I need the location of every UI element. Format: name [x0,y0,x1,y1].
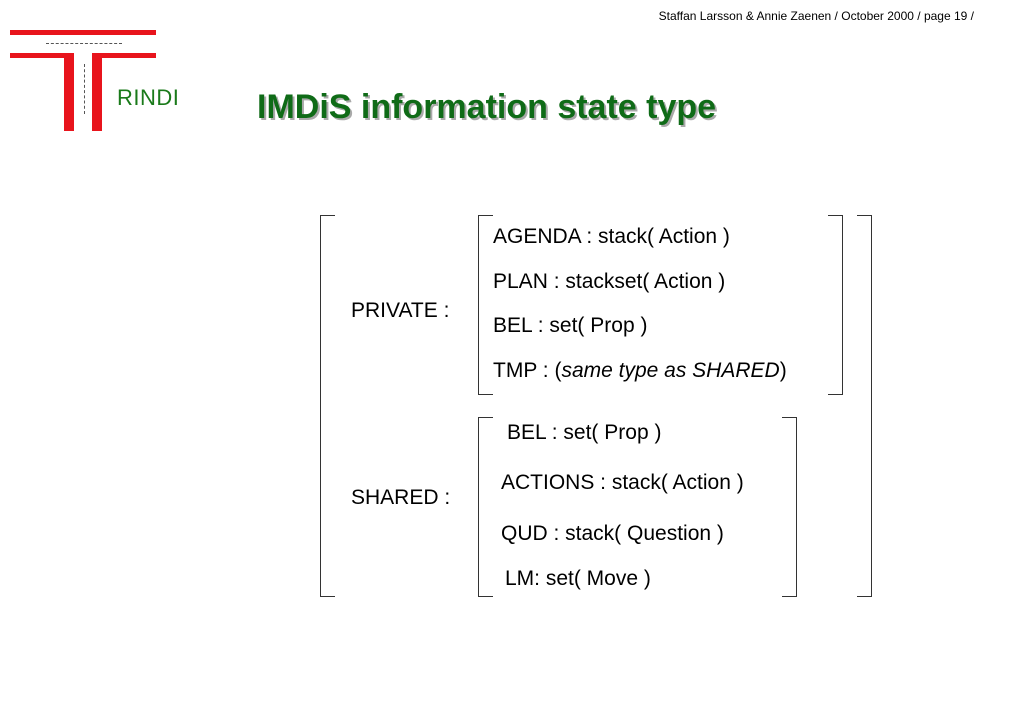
logo-dashed-line-horizontal [46,43,122,44]
private-field-plan: PLAN : stackset( Action ) [493,270,726,293]
logo-red-bar-left [10,53,74,58]
outer-bracket-right [857,215,872,597]
logo-red-stem-right [92,53,102,131]
private-bracket-right [828,215,843,395]
private-field-agenda: AGENDA : stack( Action ) [493,225,730,248]
shared-field-qud: QUD : stack( Question ) [501,522,724,545]
private-field-bel: BEL : set( Prop ) [493,314,648,337]
slide-header-credit: Staffan Larsson & Annie Zaenen / October… [658,9,974,23]
tmp-type-italic: same type as SHARED [561,359,780,382]
private-field-tmp: TMP : (same type as SHARED) [493,359,787,383]
logo-red-stem-left [64,53,74,131]
logo-red-bar-right [92,53,156,58]
private-label: PRIVATE : [351,299,450,322]
logo-red-bar-top [10,30,156,35]
trindi-logo: RINDI [0,0,220,140]
tmp-prefix: TMP : ( [493,359,562,382]
shared-bracket-left [478,417,493,597]
tmp-suffix: ) [779,359,787,382]
logo-dashed-line-vertical [84,64,85,114]
shared-field-actions: ACTIONS : stack( Action ) [501,471,744,494]
outer-bracket-left [320,215,335,597]
shared-label: SHARED : [351,486,451,509]
logo-wordmark: RINDI [117,85,180,110]
shared-bracket-right [782,417,797,597]
private-bracket-left [478,215,493,395]
shared-field-lm: LM: set( Move ) [505,567,651,590]
slide-title: IMDiS information state type [257,88,717,126]
shared-field-bel: BEL : set( Prop ) [507,421,662,444]
